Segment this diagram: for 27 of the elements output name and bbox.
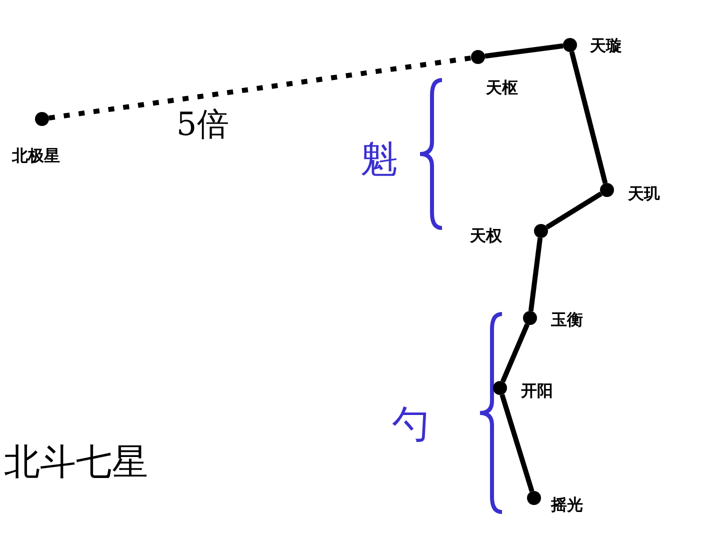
- star-name: 开阳: [521, 383, 553, 399]
- dotted-line: [48, 56, 472, 120]
- star-dot: [493, 381, 507, 395]
- star-name: 摇光: [551, 497, 583, 513]
- bracket-label: 魁: [360, 140, 398, 178]
- star-dot: [471, 50, 485, 64]
- edge-label: 5倍: [176, 108, 229, 140]
- star-dot: [35, 112, 49, 126]
- star-name: 天璇: [590, 38, 622, 54]
- connecting-line: [528, 238, 543, 312]
- star-name: 天玑: [628, 186, 660, 202]
- connecting-line: [546, 192, 602, 230]
- title: 北斗七星: [4, 445, 148, 481]
- star-dot: [600, 183, 614, 197]
- star-dot: [523, 311, 537, 325]
- star-name: 天权: [470, 228, 502, 244]
- connecting-line: [500, 323, 530, 383]
- star-dot: [534, 224, 548, 238]
- connecting-line: [500, 394, 534, 492]
- star-name: 玉衡: [551, 312, 583, 328]
- connecting-line: [569, 51, 608, 184]
- star-name: 北极星: [12, 148, 60, 164]
- star-dot: [527, 491, 541, 505]
- connecting-line: [484, 43, 564, 59]
- star-name: 天枢: [486, 80, 518, 96]
- star-dot: [563, 38, 577, 52]
- bracket-label: 勺: [392, 405, 430, 443]
